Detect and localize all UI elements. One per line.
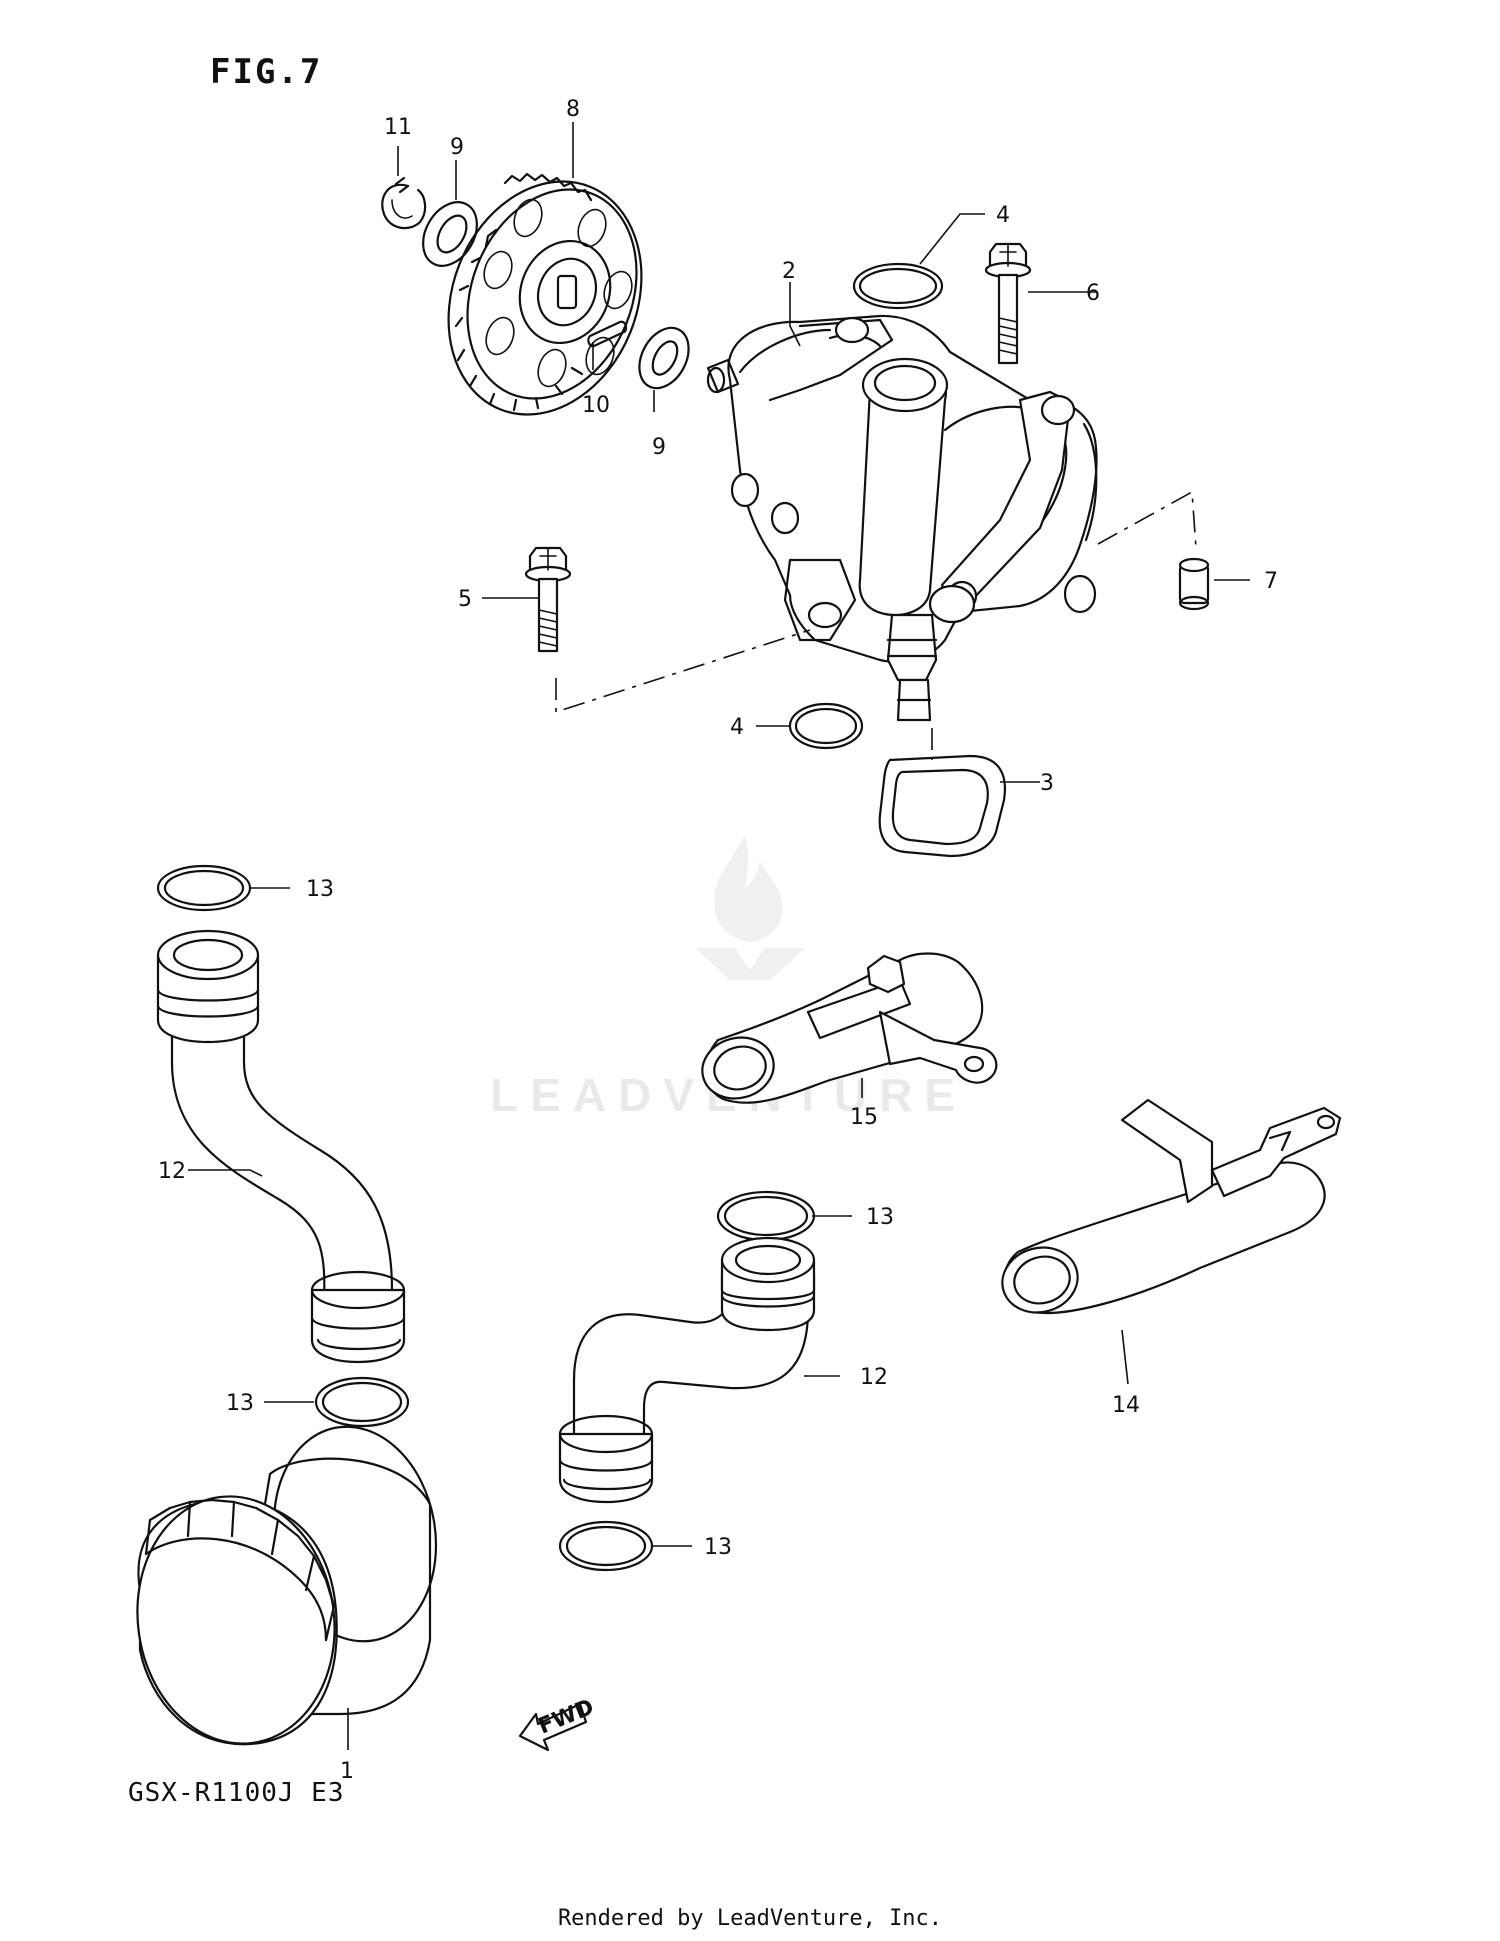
- callout-9-lower: 9: [652, 435, 666, 460]
- part-4-o-ring-upper[interactable]: [852, 262, 944, 310]
- fwd-label: FWD: [535, 1695, 598, 1740]
- part-15-oil-strainer[interactable]: [695, 952, 998, 1107]
- part-13-o-ring-2[interactable]: [314, 1376, 410, 1428]
- part-8-oil-pump-driven-gear[interactable]: [415, 152, 676, 443]
- part-11-circlip[interactable]: [381, 176, 427, 230]
- callout-15: 15: [850, 1105, 878, 1130]
- leader-lines: [188, 122, 1250, 1750]
- callout-13-right: 13: [866, 1205, 894, 1230]
- part-13-o-ring-1[interactable]: [156, 864, 252, 912]
- callout-4-lower: 4: [730, 715, 744, 740]
- callout-4-upper: 4: [996, 203, 1010, 228]
- figure-title: FIG.7: [210, 52, 323, 92]
- part-10-pin[interactable]: [587, 320, 628, 348]
- watermark-flame-logo: [695, 835, 805, 980]
- part-12-oil-pipe-right[interactable]: [558, 1236, 816, 1504]
- callout-labels: 11 9 8 10 9 4 6 2 5 7 4 3 13 12 13 13 12…: [158, 97, 1278, 1784]
- model-code: GSX-R1100J E3: [128, 1778, 345, 1808]
- callout-9-upper: 9: [450, 135, 464, 160]
- part-4-o-ring-lower[interactable]: [788, 702, 864, 750]
- callout-12-left: 12: [158, 1159, 186, 1184]
- part-9-washer-upper[interactable]: [412, 193, 488, 276]
- part-1-oil-filter[interactable]: [122, 1414, 453, 1757]
- callout-3: 3: [1040, 771, 1054, 796]
- part-6-bolt[interactable]: [984, 242, 1032, 365]
- callout-14: 14: [1112, 1393, 1140, 1418]
- part-12-oil-pipe-left[interactable]: [156, 929, 406, 1364]
- callout-12-right: 12: [860, 1365, 888, 1390]
- part-2-oil-pump-assembly[interactable]: [706, 314, 1098, 722]
- footer-credit: Rendered by LeadVenture, Inc.: [557, 1906, 943, 1931]
- part-7-dowel-pin[interactable]: [1178, 557, 1210, 611]
- callout-13-left: 13: [226, 1391, 254, 1416]
- callout-5: 5: [458, 587, 472, 612]
- part-3-gasket[interactable]: [878, 754, 1006, 858]
- callout-6: 6: [1086, 281, 1100, 306]
- assembly-line-bolt-5: [555, 629, 811, 714]
- callout-10: 10: [582, 393, 610, 418]
- assembly-line-dowel-7: [1097, 490, 1197, 549]
- callout-13-top-left: 13: [306, 877, 334, 902]
- callout-13-bottom: 13: [704, 1535, 732, 1560]
- forward-direction-arrow: FWD: [518, 1695, 598, 1752]
- callout-2: 2: [782, 259, 796, 284]
- callout-7: 7: [1264, 569, 1278, 594]
- callout-8: 8: [566, 97, 580, 122]
- part-13-o-ring-4[interactable]: [558, 1520, 654, 1572]
- part-5-bolt[interactable]: [524, 546, 572, 653]
- callout-1: 1: [340, 1759, 354, 1784]
- part-13-o-ring-3[interactable]: [716, 1190, 816, 1242]
- part-9-washer-lower[interactable]: [630, 319, 699, 396]
- callout-11: 11: [384, 115, 412, 140]
- part-14-oil-strainer[interactable]: [995, 1098, 1342, 1321]
